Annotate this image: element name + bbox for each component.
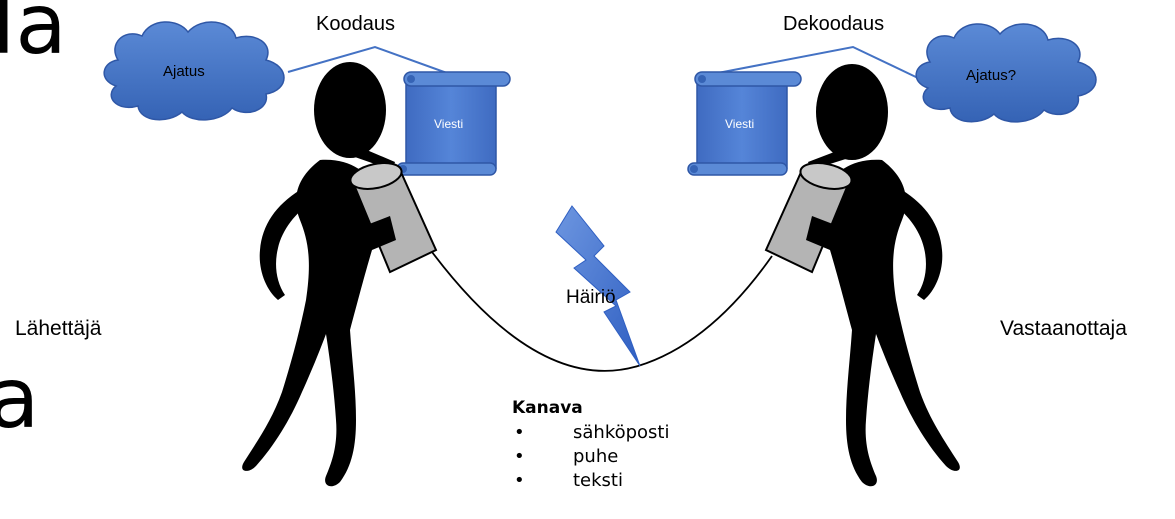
receiver-message-scroll xyxy=(687,71,802,176)
channel-string xyxy=(431,251,773,372)
sender-thought-cloud xyxy=(103,21,285,121)
decoding-connector xyxy=(696,45,919,79)
receiver-message-text: Viesti xyxy=(725,117,755,131)
channel-list: • sähköposti • puhe • teksti xyxy=(512,422,670,494)
list-item: • puhe xyxy=(512,446,618,470)
receiver-hand xyxy=(806,216,838,250)
noise-lightning-icon xyxy=(555,205,641,367)
encoding-connector xyxy=(287,45,459,78)
channel-item-speech: puhe xyxy=(573,446,619,467)
bullet-icon: • xyxy=(514,422,525,443)
sender-figure xyxy=(242,62,426,487)
sender-thought-text: Ajatus xyxy=(163,63,205,80)
sender-label: Lähettäjä xyxy=(15,317,102,340)
receiver-figure xyxy=(776,64,960,487)
receiver-thought-cloud xyxy=(915,23,1097,123)
slide-title-fragment: la xyxy=(0,0,67,73)
receiver-thought-text: Ajatus? xyxy=(966,67,1017,84)
bullet-icon: • xyxy=(514,446,525,467)
channel-box: Kanava • sähköposti • puhe • teksti xyxy=(512,398,670,494)
channel-item-text: teksti xyxy=(573,470,623,491)
channel-item-email: sähköposti xyxy=(573,422,670,443)
sender-hand xyxy=(364,216,396,250)
list-item: • teksti xyxy=(512,470,623,494)
noise-label: Häiriö xyxy=(566,287,616,308)
encoding-label: Koodaus xyxy=(316,13,395,35)
slide-title-fragment: a xyxy=(0,349,40,447)
sender-message-scroll xyxy=(396,71,511,176)
receiver-label: Vastaanottaja xyxy=(1000,317,1127,340)
decoding-label: Dekoodaus xyxy=(783,13,885,35)
bullet-icon: • xyxy=(514,470,525,491)
list-item: • sähköposti xyxy=(512,422,670,446)
channel-title: Kanava xyxy=(512,398,583,418)
sender-message-text: Viesti xyxy=(434,117,464,131)
